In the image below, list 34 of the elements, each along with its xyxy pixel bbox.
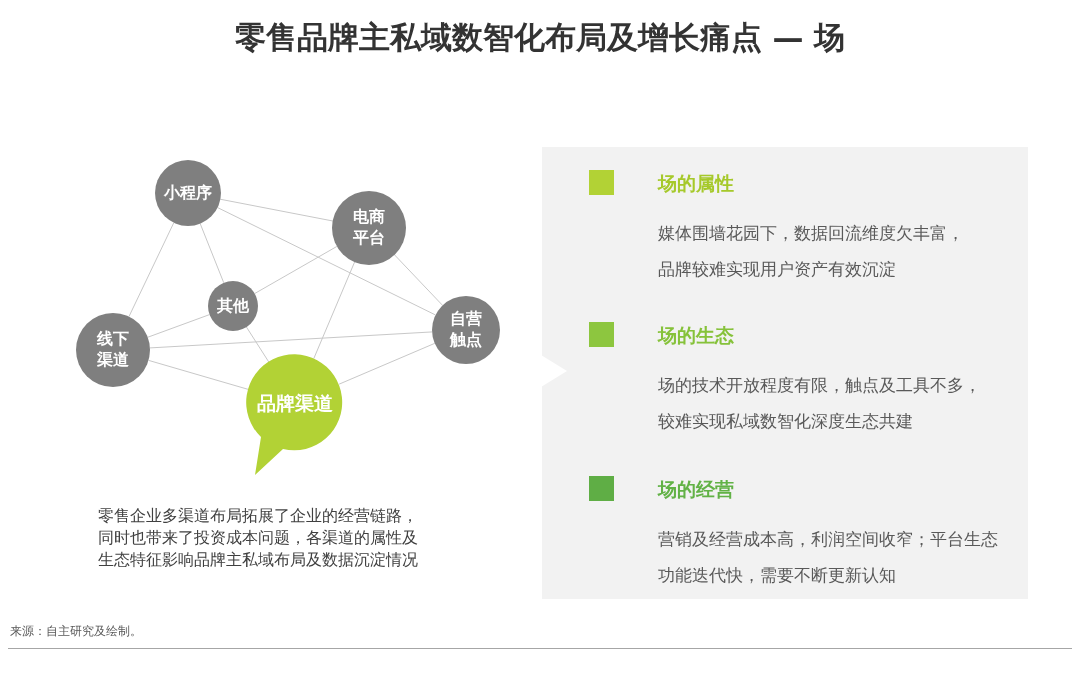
section-text: 营销及经营成本高，利润空间收窄；平台生态功能迭代快，需要不断更新认知 (658, 528, 999, 587)
section-heading: 场的经营 (658, 477, 734, 502)
channel-circle (76, 313, 150, 387)
description-text: 零售企业多渠道布局拓展了企业的经营链路，同时也带来了投资成本问题，各渠道的属性及生态特征影响品牌主私域布局及数据沉淀情况 (98, 505, 419, 571)
section-heading: 场的生态 (658, 323, 734, 348)
channel-label: 小程序 (164, 182, 212, 204)
info-panel (542, 147, 1028, 599)
channel-circle (208, 281, 258, 331)
channel-label: 电商平台 (352, 207, 386, 249)
connector-line (313, 261, 356, 360)
connector-line (147, 314, 211, 338)
connector-line (148, 359, 250, 391)
section-text: 场的技术开放程度有限，触点及工具不多，较难实现私域数智化深度生态共建 (658, 374, 982, 433)
connector-line (245, 326, 270, 364)
section-text: 媒体围墙花园下，数据回流维度欠丰富，品牌较难实现用户资产有效沉淀 (658, 222, 965, 281)
connector-line (128, 222, 175, 318)
connector-line (254, 245, 338, 295)
channel-circle (155, 160, 221, 226)
channel-label: 品牌渠道 (257, 390, 333, 416)
source-note: 来源：自主研究及绘制。 (10, 623, 142, 640)
channel-circle (432, 296, 500, 364)
speech-bubble (247, 355, 343, 475)
channel-label: 自营触点 (448, 309, 483, 351)
connector-line (217, 207, 436, 316)
channel-label: 线下渠道 (96, 329, 130, 371)
connector-line (219, 198, 334, 222)
channel-circle (332, 191, 406, 265)
connector-line (338, 342, 436, 385)
connector-line (394, 254, 444, 306)
connector-line (149, 331, 433, 349)
section-heading: 场的属性 (658, 171, 734, 196)
title: 零售品牌主私域数智化布局及增长痛点 — 场 (233, 18, 847, 57)
connector-line (199, 223, 225, 284)
channel-label: 其他 (217, 295, 249, 317)
